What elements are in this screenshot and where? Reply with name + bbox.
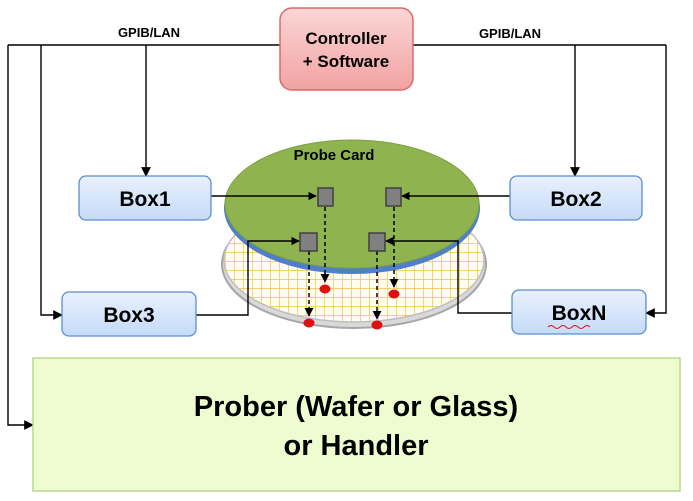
prober-box: Prober (Wafer or Glass) or Handler	[32, 357, 681, 492]
link-to-boxn	[645, 45, 667, 318]
box2: Box2	[509, 175, 643, 221]
probe-pin-3	[299, 232, 318, 252]
probe-card: Probe Card	[224, 139, 480, 274]
pin-signal-lines	[196, 191, 512, 316]
left-link-label: GPIB/LAN	[118, 25, 180, 40]
probe-card-label: Probe Card	[294, 147, 375, 164]
probe-pin-2	[385, 187, 402, 207]
box3-label: Box3	[103, 304, 154, 327]
boxn: BoxN	[511, 289, 647, 335]
probe-pin-1	[317, 187, 334, 207]
box2-label: Box2	[550, 188, 601, 211]
prober-label-line2: or Handler	[283, 430, 428, 462]
box1: Box1	[78, 175, 212, 221]
contact-point-3	[303, 318, 315, 328]
link-to-prober	[7, 45, 34, 430]
box3-to-pin3	[196, 236, 300, 316]
controller-label-line1: Controller	[305, 29, 387, 48]
probe-pins	[299, 187, 402, 330]
link-to-box3	[40, 45, 63, 320]
boxn-label: BoxN	[552, 302, 607, 325]
contact-point-1	[319, 284, 331, 294]
right-link-label: GPIB/LAN	[479, 26, 541, 41]
boxn-to-pin4	[385, 236, 512, 314]
spellcheck-squiggle	[547, 325, 591, 329]
prober-label-line1: Prober (Wafer or Glass)	[194, 391, 518, 423]
probe-card-top	[224, 139, 480, 269]
box1-label: Box1	[119, 188, 171, 211]
controller-box: Controller + Software	[279, 7, 414, 91]
contact-point-2	[388, 289, 400, 299]
connection-lines	[7, 44, 667, 430]
box3: Box3	[61, 291, 197, 337]
contact-point-4	[371, 320, 383, 330]
controller-label-line2: + Software	[303, 52, 389, 71]
probe-pin-4	[368, 232, 386, 252]
